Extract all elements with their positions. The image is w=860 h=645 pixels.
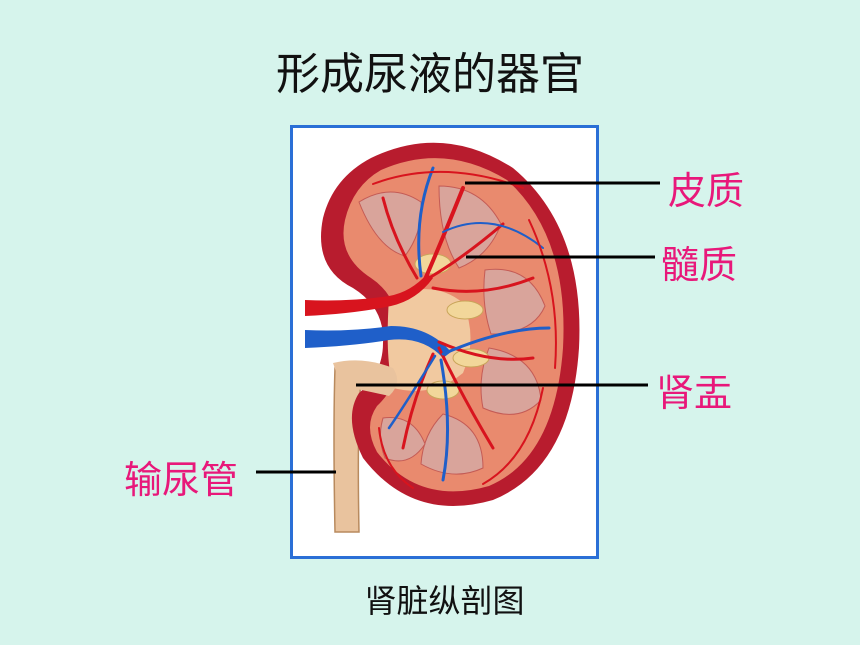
renal-vein: [305, 326, 451, 358]
pyramid-4: [480, 347, 542, 415]
label-cortex: 皮质: [668, 169, 745, 213]
title-text: 形成尿液的器官: [276, 49, 584, 100]
label-medulla: 髓质: [661, 243, 738, 287]
calyx-2: [446, 300, 484, 320]
label-ureter: 输尿管: [124, 458, 239, 502]
label-pelvis: 肾盂: [656, 371, 733, 415]
diagram-caption: 肾脏纵剖图: [364, 582, 525, 620]
diagram-frame: [290, 125, 599, 559]
renal-artery: [305, 274, 433, 316]
pyramid-3: [483, 268, 546, 335]
pelvis-outlet: [333, 360, 398, 396]
kidney-illustration: [305, 142, 580, 533]
pyramid-5: [420, 413, 484, 475]
vessel-branches: [372, 166, 557, 489]
page-title: 形成尿液的器官: [0, 38, 860, 102]
